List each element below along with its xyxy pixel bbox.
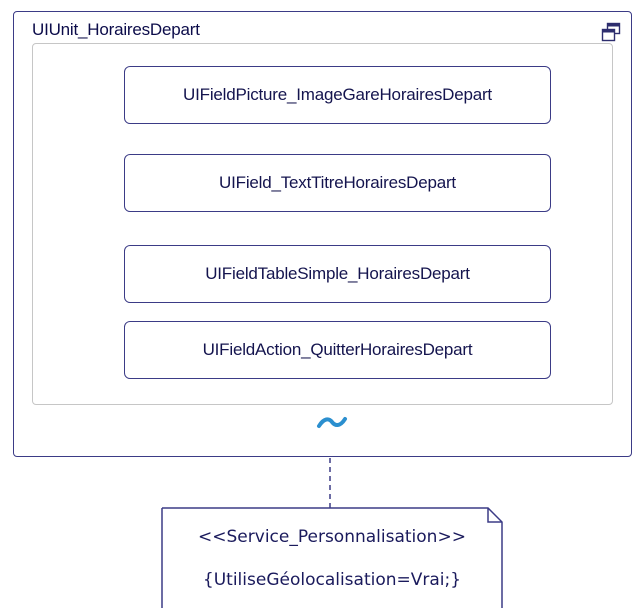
ui-unit-horaires-depart[interactable]: UIUnit_HorairesDepart UIFieldPicture_Ima… bbox=[13, 11, 632, 457]
field-table-simple[interactable]: UIFieldTableSimple_HorairesDepart bbox=[124, 245, 551, 303]
field-label: UIFieldPicture_ImageGareHorairesDepart bbox=[183, 85, 492, 104]
field-action-quitter[interactable]: UIFieldAction_QuitterHorairesDepart bbox=[124, 321, 551, 379]
tilde-icon bbox=[316, 416, 348, 430]
note-constraint: {UtiliseGéolocalisation=Vrai;} bbox=[202, 570, 462, 590]
note-service-personnalisation[interactable]: <<Service_Personnalisation>> {UtiliseGéo… bbox=[161, 507, 503, 608]
field-label: UIFieldTableSimple_HorairesDepart bbox=[205, 264, 470, 283]
unit-title: UIUnit_HorairesDepart bbox=[32, 20, 200, 39]
field-label: UIField_TextTitreHorairesDepart bbox=[219, 173, 456, 192]
note-stereotype: <<Service_Personnalisation>> bbox=[198, 527, 466, 547]
restore-window-icon[interactable] bbox=[600, 21, 622, 43]
field-picture-image-gare[interactable]: UIFieldPicture_ImageGareHorairesDepart bbox=[124, 66, 551, 124]
note-shape bbox=[161, 507, 503, 608]
field-label: UIFieldAction_QuitterHorairesDepart bbox=[202, 340, 473, 359]
field-text-titre[interactable]: UIField_TextTitreHorairesDepart bbox=[124, 154, 551, 212]
note-connector-line bbox=[329, 458, 331, 508]
unit-content-container: UIFieldPicture_ImageGareHorairesDepart U… bbox=[32, 43, 613, 405]
